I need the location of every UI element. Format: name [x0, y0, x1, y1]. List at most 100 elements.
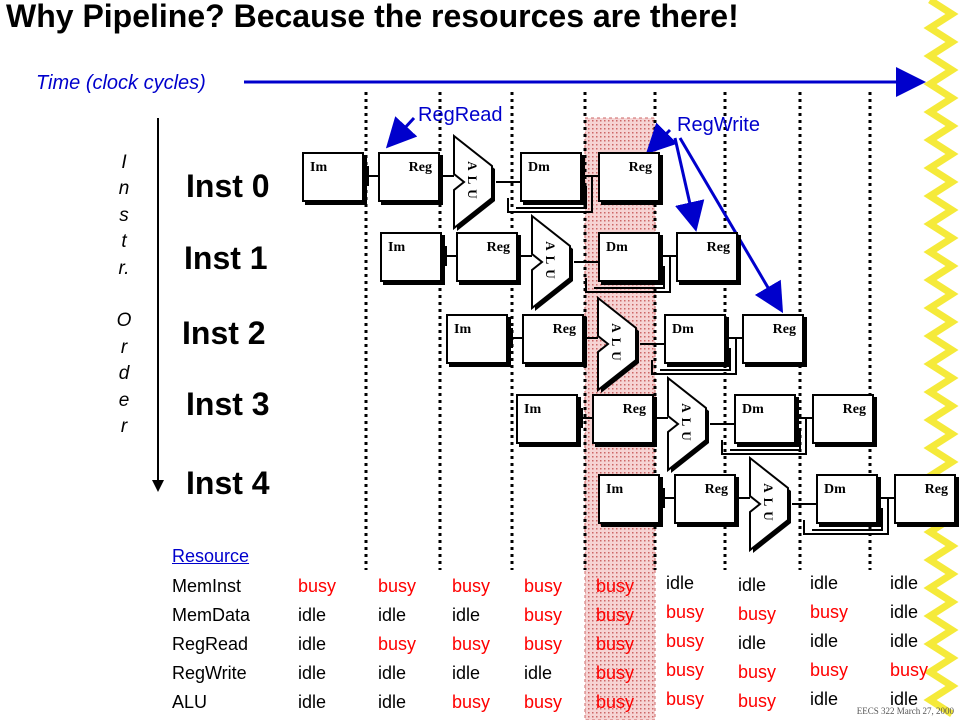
- resource-status-cell: idle: [810, 573, 839, 593]
- stage-im-box: Im: [380, 232, 442, 282]
- resource-status-cell: idle: [524, 663, 553, 683]
- resource-status-cell: busy: [596, 576, 635, 596]
- resource-status-cell: busy: [738, 604, 777, 624]
- stage-im-label: Im: [310, 160, 328, 175]
- resource-status-cell: busy: [738, 662, 777, 682]
- resource-status-cell: busy: [378, 576, 417, 596]
- resource-status-cell: idle: [298, 634, 327, 654]
- stage-dm-label: Dm: [606, 240, 628, 255]
- stage-dm-box: Dm: [816, 474, 878, 524]
- footer-text: EECS 322 March 27, 2000: [856, 706, 954, 716]
- resource-status-cell: idle: [378, 663, 407, 683]
- stage-reg-label: Reg: [842, 402, 866, 417]
- resource-header: Resource: [172, 546, 250, 566]
- stage-dm-box: Dm: [598, 232, 660, 282]
- stage-reg-label: Reg: [772, 322, 796, 337]
- stage-alu-letter: U: [543, 269, 558, 279]
- stage-reg-label: Reg: [622, 402, 646, 417]
- order-letter: n: [118, 178, 130, 200]
- resource-meminst: MemInst: [172, 576, 242, 596]
- resource-status-cell: busy: [810, 602, 849, 622]
- order-letter: e: [118, 389, 130, 411]
- resource-status-cell: idle: [298, 663, 327, 683]
- slide-title: Why Pipeline? Because the resources are …: [6, 0, 739, 34]
- order-arrow-head: [152, 480, 164, 492]
- order-letter: I: [121, 152, 127, 173]
- stage-alu: ALU: [667, 375, 709, 473]
- stage-reg-box: Reg: [598, 152, 660, 202]
- stage-dm-box: Dm: [520, 152, 582, 202]
- datapath-wire: [660, 348, 731, 371]
- stage-reg-box: Reg: [674, 474, 736, 524]
- resource-status-cell: busy: [666, 660, 705, 680]
- regwrite-arrow-0: [645, 122, 678, 155]
- resource-status-cell: idle: [378, 692, 407, 712]
- resource-status-cell: idle: [738, 633, 767, 653]
- datapath-wire: [812, 508, 883, 531]
- order-letter: r.: [118, 257, 130, 279]
- stage-dm-box: Dm: [734, 394, 796, 444]
- order-letter: t: [121, 231, 127, 253]
- stage-reg-box: Reg: [456, 232, 518, 282]
- resource-status-cell: busy: [596, 692, 635, 712]
- inst-2-label: Inst 2: [182, 315, 266, 351]
- stage-dm-box: Dm: [664, 314, 726, 364]
- stage-reg-box: Reg: [812, 394, 874, 444]
- stage-alu: ALU: [749, 455, 791, 553]
- stage-alu-letter: U: [761, 511, 776, 521]
- stage-im-box: Im: [302, 152, 364, 202]
- stage-im-label: Im: [388, 240, 406, 255]
- stage-alu-letter: L: [543, 256, 558, 265]
- stage-alu: ALU: [597, 295, 639, 393]
- resource-status-cell: busy: [452, 692, 491, 712]
- resource-status-cell: idle: [890, 631, 919, 651]
- time-axis-label: Time (clock cycles): [36, 72, 206, 94]
- stage-im-box: Im: [598, 474, 660, 524]
- stage-alu-letter: U: [609, 351, 624, 361]
- resource-status-cell: busy: [596, 605, 635, 625]
- resource-status-cell: busy: [524, 634, 563, 654]
- resource-alu: ALU: [172, 692, 208, 712]
- stage-alu-letter: L: [761, 498, 776, 507]
- order-letter: [110, 282, 138, 308]
- stage-reg-label: Reg: [706, 240, 730, 255]
- stage-alu-letter: A: [543, 241, 558, 251]
- inst-1-label: Inst 1: [184, 240, 268, 276]
- resource-status-cell: idle: [378, 605, 407, 625]
- resource-status-cell: idle: [298, 692, 327, 712]
- stage-alu-letter: L: [609, 338, 624, 347]
- inst-3-label: Inst 3: [186, 386, 270, 422]
- stage-reg-label: Reg: [628, 160, 652, 175]
- stage-alu: ALU: [453, 133, 495, 231]
- stage-reg-label: Reg: [552, 322, 576, 337]
- resource-status-cell: idle: [890, 573, 919, 593]
- datapath-wire: [730, 428, 801, 451]
- stage-im-label: Im: [454, 322, 472, 337]
- stage-reg-box: Reg: [676, 232, 738, 282]
- resource-status-cell: busy: [524, 605, 563, 625]
- stage-reg-box: Reg: [894, 474, 956, 524]
- resource-status-cell: busy: [810, 660, 849, 680]
- stage-dm-label: Dm: [528, 160, 550, 175]
- resource-status-cell: idle: [810, 689, 839, 709]
- resource-status-cell: busy: [890, 660, 929, 680]
- stage-im-box: Im: [446, 314, 508, 364]
- resource-memdata: MemData: [172, 605, 251, 625]
- stage-reg-box: Reg: [592, 394, 654, 444]
- resource-status-cell: busy: [378, 634, 417, 654]
- regwrite-label: RegWrite: [677, 114, 760, 136]
- stage-reg-label: Reg: [408, 160, 432, 175]
- inst-4-label: Inst 4: [186, 465, 270, 501]
- resource-status-cell: idle: [890, 689, 919, 709]
- datapath-wire: [651, 338, 737, 375]
- stage-alu-letter: A: [679, 403, 694, 413]
- stage-alu-letter: A: [465, 161, 480, 171]
- resource-status-cell: busy: [666, 689, 705, 709]
- stage-reg-box: Reg: [742, 314, 804, 364]
- stage-alu-letter: A: [761, 483, 776, 493]
- stage-reg-box: Reg: [522, 314, 584, 364]
- resource-status-cell: busy: [596, 663, 635, 683]
- stage-alu-letter: L: [465, 176, 480, 185]
- order-letter: r: [120, 415, 128, 437]
